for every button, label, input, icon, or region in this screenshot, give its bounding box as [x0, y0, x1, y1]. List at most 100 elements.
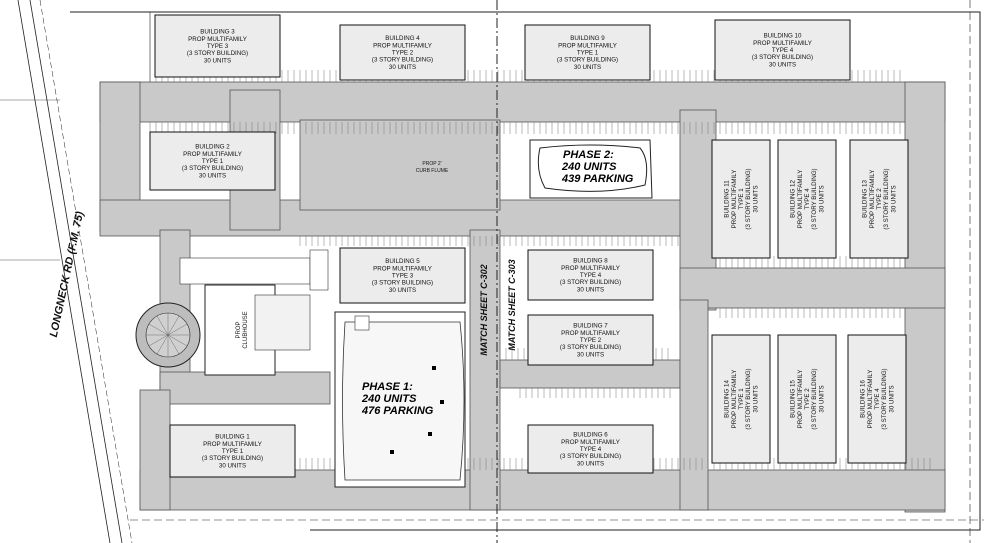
- phase2-units: 240 UNITS: [561, 161, 617, 173]
- building-label-line: (3 STORY BUILDING): [202, 455, 263, 462]
- building-label-line: 30 UNITS: [204, 57, 231, 64]
- phase2-parking: 439 PARKING: [561, 173, 634, 185]
- building-label-line: (3 STORY BUILDING): [811, 168, 818, 229]
- building-label-line: 30 UNITS: [577, 351, 604, 358]
- building-label-line: PROP MULTIFAMILY: [731, 170, 738, 229]
- phase1-area: [334, 311, 466, 488]
- building-label-line: TYPE 1: [577, 50, 599, 57]
- building-label-line: TYPE 4: [772, 47, 794, 54]
- building-label-line: 30 UNITS: [389, 64, 416, 71]
- building-label-line: BUILDING 6: [573, 432, 608, 439]
- building-label-line: BUILDING 15: [790, 380, 797, 418]
- building-label-line: TYPE 1: [738, 388, 745, 410]
- building-label-line: PROP MULTIFAMILY: [753, 40, 812, 47]
- building-footprint: [339, 247, 466, 304]
- building-label-line: 30 UNITS: [577, 460, 604, 467]
- building-label-line: (3 STORY BUILDING): [557, 57, 618, 64]
- building-label-line: BUILDING 11: [724, 180, 731, 218]
- building-label-line: PROP MULTIFAMILY: [869, 170, 876, 229]
- building-label-line: 30 UNITS: [752, 185, 759, 212]
- property-boundary: [70, 0, 984, 543]
- building-label-line: 30 UNITS: [219, 462, 246, 469]
- building-label-line: BUILDING 7: [573, 323, 608, 330]
- building-label-line: BUILDING 4: [385, 35, 420, 42]
- building-label-line: 30 UNITS: [890, 185, 897, 212]
- building-label-line: TYPE 4: [580, 272, 602, 279]
- building-footprint: [169, 424, 296, 478]
- building-label-line: BUILDING 16: [860, 380, 867, 418]
- phase2-title: PHASE 2:: [563, 149, 614, 161]
- phase1-parking: 476 PARKING: [361, 405, 434, 417]
- building-label-line: (3 STORY BUILDING): [752, 54, 813, 61]
- building-label-line: TYPE 1: [222, 448, 244, 455]
- building-footprint: [714, 19, 851, 81]
- building-footprint: [339, 24, 466, 81]
- building-footprint: [527, 424, 654, 474]
- building-label-line: (3 STORY BUILDING): [745, 168, 752, 229]
- building-footprint: [149, 131, 276, 191]
- building-label-line: TYPE 1: [202, 158, 224, 165]
- building-label-line: PROP MULTIFAMILY: [558, 42, 617, 49]
- building-label-line: PROP MULTIFAMILY: [183, 151, 242, 158]
- building-label-line: (3 STORY BUILDING): [881, 368, 888, 429]
- building-label-line: (3 STORY BUILDING): [560, 344, 621, 351]
- building-label-line: TYPE 2: [804, 388, 811, 410]
- phase1-title: PHASE 1:: [362, 381, 413, 393]
- building-label-line: 30 UNITS: [818, 385, 825, 412]
- building-footprint: [777, 139, 837, 259]
- clubhouse-area: [135, 249, 329, 376]
- building-label-line: BUILDING 8: [573, 258, 608, 265]
- building-footprint: [711, 139, 771, 259]
- building-label-line: PROP MULTIFAMILY: [867, 370, 874, 429]
- building-label-line: BUILDING 14: [724, 380, 731, 418]
- building-label-line: (3 STORY BUILDING): [187, 50, 248, 57]
- building-label-line: PROP MULTIFAMILY: [731, 370, 738, 429]
- match-label-c303: MATCH SHEET C-303: [507, 259, 517, 350]
- curb-flume-note-1: PROP 2': [422, 161, 441, 167]
- building-label-line: (3 STORY BUILDING): [883, 168, 890, 229]
- clubhouse-label-2: CLUBHOUSE: [243, 311, 249, 348]
- building-label-line: TYPE 1: [738, 188, 745, 210]
- building-label-line: TYPE 3: [207, 43, 229, 50]
- curb-flume-note-2: CURB FLUME: [416, 168, 449, 174]
- building-label-line: PROP MULTIFAMILY: [188, 36, 247, 43]
- building-label-line: TYPE 4: [874, 388, 881, 410]
- building-label-line: BUILDING 5: [385, 258, 420, 265]
- building-label-line: 30 UNITS: [574, 64, 601, 71]
- building-label-line: BUILDING 13: [862, 180, 869, 218]
- building-label-line: TYPE 4: [580, 446, 602, 453]
- road-edge-lines: [0, 0, 133, 543]
- building-label-line: TYPE 2: [876, 188, 883, 210]
- building-label-line: PROP MULTIFAMILY: [561, 330, 620, 337]
- building-label-line: (3 STORY BUILDING): [560, 453, 621, 460]
- building-footprint: [711, 334, 771, 464]
- building-label-line: PROP MULTIFAMILY: [373, 42, 432, 49]
- building-label-line: PROP MULTIFAMILY: [373, 265, 432, 272]
- building-label-line: (3 STORY BUILDING): [372, 57, 433, 64]
- building-label-line: BUILDING 3: [200, 29, 235, 36]
- phase2-pond: [529, 139, 653, 199]
- building-footprint: [527, 314, 654, 366]
- building-label-line: PROP MULTIFAMILY: [797, 370, 804, 429]
- building-footprint: [154, 14, 281, 78]
- building-label-line: PROP MULTIFAMILY: [561, 439, 620, 446]
- building-label-line: 30 UNITS: [818, 185, 825, 212]
- building-label-line: 30 UNITS: [752, 385, 759, 412]
- building-label-line: (3 STORY BUILDING): [182, 165, 243, 172]
- building-label-line: (3 STORY BUILDING): [745, 368, 752, 429]
- building-label-line: BUILDING 9: [570, 35, 605, 42]
